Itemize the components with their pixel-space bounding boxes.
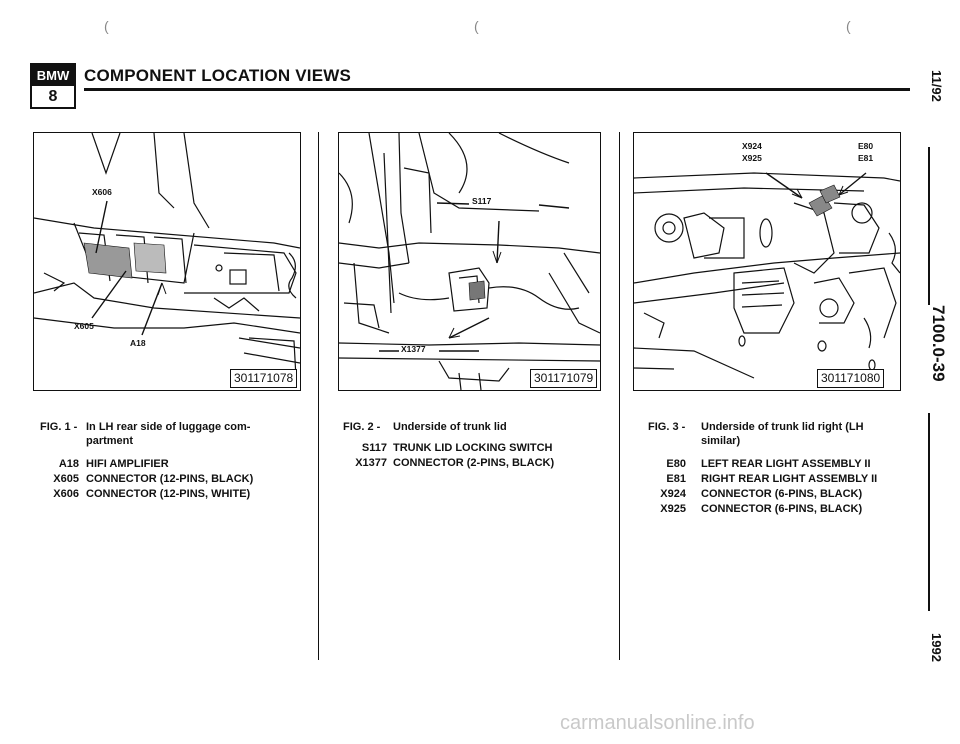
legend-code: X605 — [53, 473, 79, 485]
figure-2-illustration: S117 X1377 301171079 — [338, 132, 601, 391]
figure-1-caption-line1: In LH rear side of luggage com- — [86, 421, 251, 433]
column-divider — [619, 132, 620, 660]
figure-3-caption: FIG. 3 - Underside of trunk lid right (L… — [648, 420, 908, 450]
figure-3-illustration: X924 X925 E80 E81 301171080 — [633, 132, 901, 391]
callout-s117: S117 — [472, 196, 492, 206]
legend-code: E81 — [666, 473, 686, 485]
figure-3-drawing — [634, 172, 900, 379]
legend-desc: CONNECTOR (12-PINS, BLACK) — [86, 473, 254, 485]
legend-code: X1377 — [355, 457, 387, 469]
legend-row: E80 LEFT REAR LIGHT ASSEMBLY II — [648, 457, 908, 471]
figure-1-drawing — [34, 133, 300, 379]
figure-2-caption-line1: Underside of trunk lid — [393, 421, 507, 433]
figure-1-caption-label: FIG. 1 - — [40, 421, 78, 433]
legend-row: A18 HIFI AMPLIFIER — [40, 457, 310, 471]
legend-desc: CONNECTOR (12-PINS, WHITE) — [86, 488, 251, 500]
legend-code: E80 — [666, 458, 686, 470]
section-number: 7100.0-39 — [929, 305, 948, 382]
revision-date: 11/92 — [929, 70, 944, 102]
legend-row: X924 CONNECTOR (6-PINS, BLACK) — [648, 487, 908, 501]
scan-mark: ( — [104, 18, 109, 34]
callout-x925: X925 — [742, 153, 762, 163]
legend-code: X925 — [660, 503, 686, 515]
scan-mark: ( — [846, 18, 851, 34]
page-title: COMPONENT LOCATION VIEWS — [84, 66, 352, 85]
callout-x606: X606 — [92, 187, 112, 197]
legend-code: A18 — [58, 458, 79, 470]
figure-2-id: 301171079 — [530, 369, 598, 388]
legend-row: X606 CONNECTOR (12-PINS, WHITE) — [40, 487, 310, 501]
callout-e80: E80 — [858, 141, 874, 151]
figure-1-id: 301171078 — [230, 369, 298, 388]
side-rule — [928, 147, 930, 305]
legend-desc: CONNECTOR (6-PINS, BLACK) — [701, 488, 863, 500]
callout-a18: A18 — [130, 338, 146, 348]
figure-1-caption: FIG. 1 - In LH rear side of luggage com-… — [40, 420, 310, 450]
figure-2-caption: FIG. 2 - Underside of trunk lid — [343, 420, 603, 436]
legend-desc: RIGHT REAR LIGHT ASSEMBLY II — [701, 473, 878, 485]
callout-x1377: X1377 — [401, 344, 426, 354]
callout-x924: X924 — [742, 141, 762, 151]
figure-1-legend: A18 HIFI AMPLIFIER X605 CONNECTOR (12-PI… — [40, 457, 310, 507]
figure-3-caption-line1: Underside of trunk lid right (LH — [701, 421, 864, 433]
legend-desc: TRUNK LID LOCKING SWITCH — [393, 442, 553, 454]
watermark-text: carmanualsonline.info — [560, 712, 755, 734]
bmw-8-logo: BMW 8 — [30, 63, 76, 109]
scan-mark: ( — [474, 18, 479, 34]
legend-row: S117 TRUNK LID LOCKING SWITCH — [343, 441, 603, 455]
figure-2-legend: S117 TRUNK LID LOCKING SWITCH X1377 CONN… — [343, 441, 603, 473]
legend-code: X924 — [660, 488, 686, 500]
figure-3-caption-line2: similar) — [701, 435, 741, 447]
legend-desc: CONNECTOR (2-PINS, BLACK) — [393, 457, 555, 469]
figure-3-caption-label: FIG. 3 - — [648, 421, 686, 433]
legend-desc: CONNECTOR (6-PINS, BLACK) — [701, 503, 863, 515]
publication-year: 1992 — [929, 633, 944, 662]
figure-3-legend: E80 LEFT REAR LIGHT ASSEMBLY II E81 RIGH… — [648, 457, 908, 521]
figure-3-id: 301171080 — [817, 369, 885, 388]
legend-row: E81 RIGHT REAR LIGHT ASSEMBLY II — [648, 472, 908, 486]
figure-1-caption-line2: partment — [86, 435, 134, 447]
side-rule — [928, 413, 930, 611]
legend-row: X925 CONNECTOR (6-PINS, BLACK) — [648, 502, 908, 516]
legend-row: X605 CONNECTOR (12-PINS, BLACK) — [40, 472, 310, 486]
legend-desc: LEFT REAR LIGHT ASSEMBLY II — [701, 458, 871, 470]
callout-x605: X605 — [74, 321, 94, 331]
figure-2-caption-label: FIG. 2 - — [343, 421, 381, 433]
figure-1-illustration: X606 X605 A18 301171078 — [33, 132, 301, 391]
header-rule — [84, 88, 910, 91]
logo-bottom-text: 8 — [48, 88, 58, 105]
legend-desc: HIFI AMPLIFIER — [86, 458, 169, 470]
column-divider — [318, 132, 319, 660]
callout-e81: E81 — [858, 153, 874, 163]
figure-2-drawing — [339, 133, 600, 390]
logo-top-text: BMW — [32, 65, 74, 86]
legend-code: X606 — [53, 488, 79, 500]
legend-code: S117 — [361, 442, 387, 454]
legend-row: X1377 CONNECTOR (2-PINS, BLACK) — [343, 456, 603, 470]
